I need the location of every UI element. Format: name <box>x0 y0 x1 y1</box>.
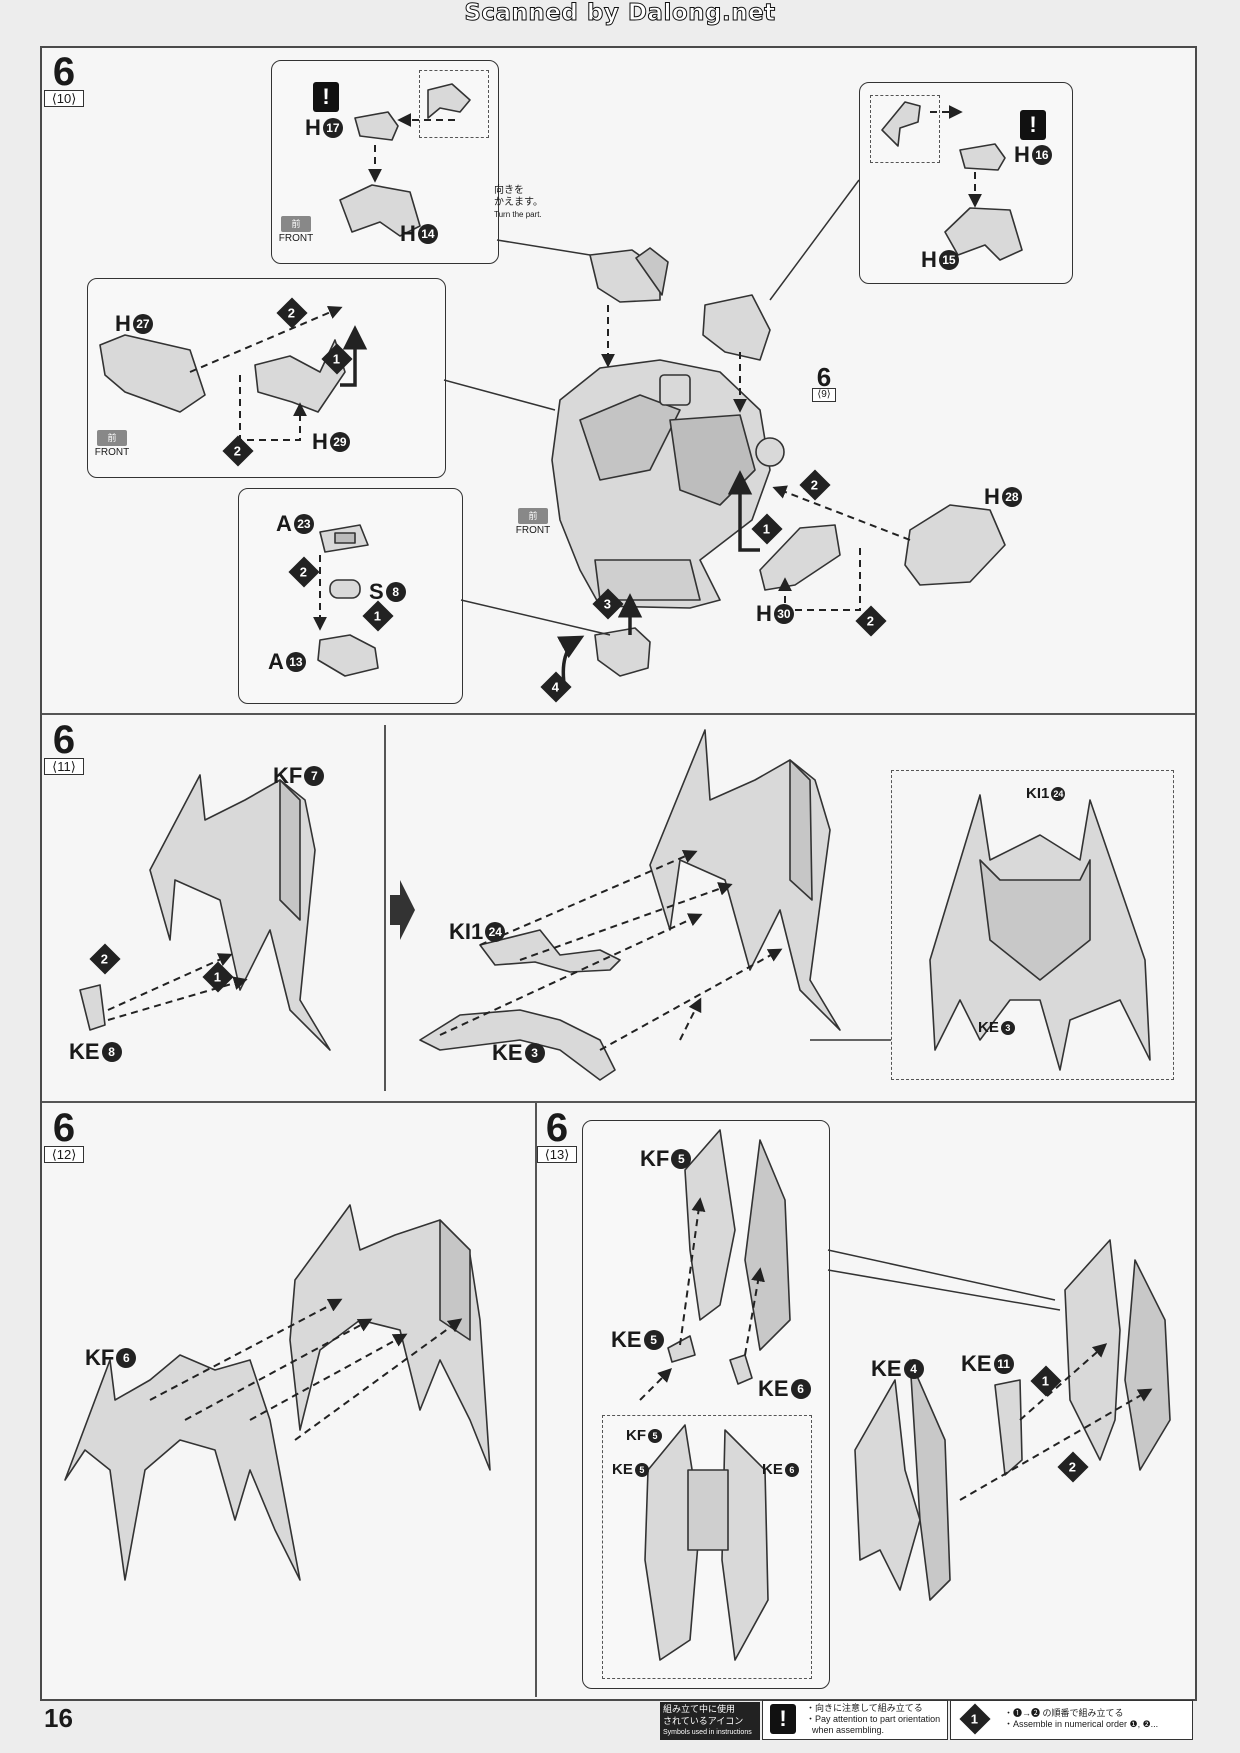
ke3-part <box>419 1009 616 1081</box>
detail-kf5-ke5-ke6 <box>602 1415 812 1679</box>
a23-part <box>319 524 369 553</box>
orientation-warning-icon: ! <box>770 1704 796 1734</box>
divider-step11 <box>384 725 386 1091</box>
step-ref-6-9: 6 ⟨9⟩ <box>812 364 836 402</box>
thumb-h16 <box>870 95 940 163</box>
step-6-11: 6 ⟨11⟩ <box>44 720 84 775</box>
orientation-warning-icon: ! <box>1020 110 1046 140</box>
turn-part-note: 向きを かえます。 Turn the part. <box>494 185 543 219</box>
step-substep: ⟨13⟩ <box>537 1146 577 1163</box>
ke4-part <box>854 1359 951 1601</box>
head-piece-top <box>589 247 669 303</box>
a13-part <box>317 634 379 677</box>
h29-part <box>254 339 346 413</box>
s8-part <box>329 579 361 599</box>
h17-part <box>354 111 399 141</box>
step-number: 6 <box>545 1106 569 1150</box>
kf7-wing <box>149 774 331 1051</box>
page-number: 16 <box>44 1703 73 1733</box>
detail-ki1-ke3 <box>891 770 1174 1080</box>
step-substep: ⟨12⟩ <box>44 1146 84 1163</box>
step-number: 6 <box>52 1106 76 1150</box>
h30-part <box>759 524 841 591</box>
h14-part <box>339 184 421 237</box>
h28-part <box>904 504 1006 586</box>
front-arrow-icon: 前 <box>281 216 311 232</box>
step-number: 6 <box>816 362 832 392</box>
kf5-inner-view <box>644 1424 769 1661</box>
step-6-13: 6 ⟨13⟩ <box>537 1108 577 1163</box>
divider-row1 <box>42 713 1195 715</box>
legend-title: 組み立て中に使用 されているアイコン Symbols used in instr… <box>660 1702 760 1740</box>
step-arrow-right <box>390 880 415 940</box>
step-number: 6 <box>52 718 76 762</box>
ke6-part <box>729 1354 753 1385</box>
h15-part <box>944 207 1023 261</box>
h16-thumb <box>881 101 921 147</box>
kf7-wing-mid <box>649 729 841 1031</box>
step13-assembly <box>1064 1239 1171 1471</box>
orientation-warning-icon: ! <box>313 82 339 112</box>
wing-rear-view <box>929 794 1151 1071</box>
h27-part <box>99 334 206 413</box>
step-substep: ⟨9⟩ <box>812 388 836 402</box>
ki124-part <box>479 929 621 973</box>
step-substep: ⟨10⟩ <box>44 90 84 107</box>
ke11-part <box>994 1379 1023 1476</box>
divider-step12-13 <box>535 1101 537 1697</box>
step-substep: ⟨11⟩ <box>44 758 84 775</box>
scan-watermark-header: Scanned by Dalong.net <box>464 0 776 27</box>
a-assembly <box>594 627 651 677</box>
ke5-part <box>667 1335 696 1363</box>
head-piece-right <box>702 294 771 361</box>
kf6-part <box>64 1354 301 1581</box>
legend-orientation-text: ・向きに注意して組み立てる ・Pay attention to part ori… <box>806 1703 941 1735</box>
step12-assembly <box>289 1204 491 1471</box>
step-6-10: 6 ⟨10⟩ <box>44 52 84 107</box>
ke8-part <box>79 984 106 1031</box>
legend-order-text: ・❶→❷ の順番で組み立てる ・Assemble in numerical or… <box>1004 1708 1159 1729</box>
divider-row2 <box>42 1101 1195 1103</box>
front-arrow-icon: 前 <box>97 430 127 446</box>
thumb-h17 <box>419 70 489 138</box>
kf5-part <box>684 1129 791 1351</box>
torso-assembly <box>551 359 785 609</box>
step-6-12: 6 ⟨12⟩ <box>44 1108 84 1163</box>
legend-order <box>950 1700 1193 1740</box>
h16-part <box>959 143 1006 171</box>
step-number: 6 <box>52 50 76 94</box>
front-arrow-icon: 前 <box>518 508 548 524</box>
h17-thumb <box>427 83 471 119</box>
